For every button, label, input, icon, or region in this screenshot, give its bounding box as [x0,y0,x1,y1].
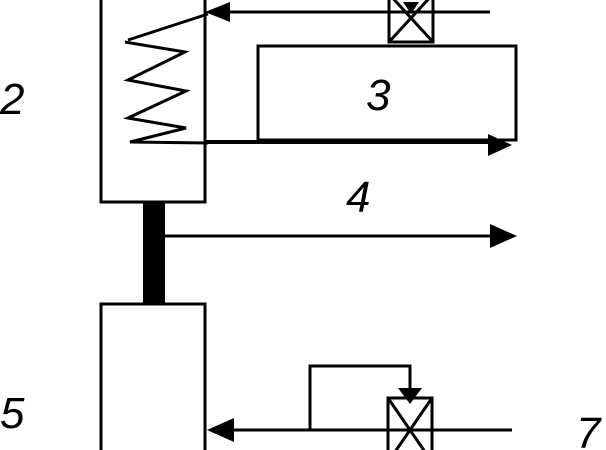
output-arrowhead-3 [488,134,512,156]
bottom-valve [386,388,434,450]
top-valve [387,0,435,44]
bottom-feed-arrowhead [207,418,234,442]
label-4: 4 [346,173,370,222]
lower-block [99,302,207,450]
output-arrowhead-4 [490,224,517,248]
label-7: 7 [576,409,602,450]
spring-link-line [127,12,209,42]
spring [123,40,209,145]
label-5: 5 [0,389,25,438]
label-3: 3 [366,71,391,120]
bottom-bypass-loop [308,364,412,430]
top-feed-arrowhead [205,2,230,22]
shaft [143,202,165,304]
label-2: 2 [0,75,24,124]
